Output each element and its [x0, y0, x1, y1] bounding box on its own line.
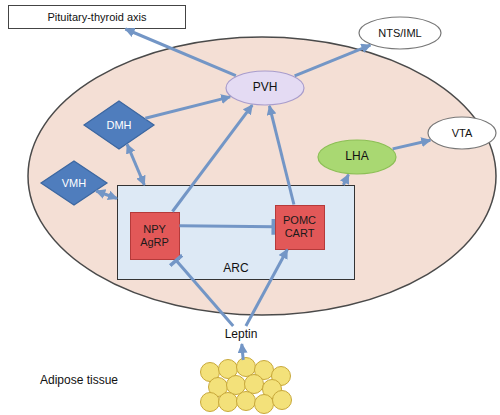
fat-cell — [237, 392, 256, 411]
diamond-shape — [84, 101, 154, 149]
output-box: Pituitary-thyroid axis — [8, 5, 186, 29]
node-label: VTA — [452, 127, 473, 140]
signal-arrow — [125, 29, 235, 76]
node-label: NTS/IML — [378, 27, 421, 40]
ellipse-shape — [226, 71, 304, 105]
target-ellipse: NTS/IML — [358, 16, 442, 50]
hypothalamus-outline — [28, 37, 496, 315]
nucleus-ellipse: LHA — [317, 139, 397, 175]
fat-cell — [255, 395, 274, 414]
node-label: ARC — [223, 262, 248, 276]
node-label: POMC CART — [281, 214, 319, 239]
node-label: Adipose tissue — [40, 374, 118, 388]
node-label: PVH — [253, 81, 278, 95]
hormone-label: Leptin — [212, 326, 270, 344]
fat-cells — [198, 360, 293, 412]
fat-cell — [219, 393, 238, 412]
node-label: Leptin — [225, 328, 258, 342]
diamond-shape — [41, 161, 107, 205]
fat-cell — [237, 358, 256, 377]
node-label: LHA — [345, 150, 368, 164]
target-ellipse: VTA — [427, 116, 497, 150]
adipose-cluster: Adipose tissue — [198, 360, 293, 412]
node-label: DMH — [106, 119, 131, 132]
neuron-box: POMC CART — [275, 205, 325, 250]
ellipse-shape — [318, 140, 396, 174]
fat-cell — [245, 375, 264, 394]
signal-arrow — [96, 191, 117, 198]
node-label: NPY AgRP — [137, 223, 173, 248]
nucleus-diamond: DMH — [83, 100, 155, 150]
node-label: Pituitary-thyroid axis — [47, 11, 146, 24]
signal-arrow — [393, 140, 431, 149]
nucleus-ellipse: PVH — [225, 70, 305, 106]
fat-cell — [201, 393, 220, 412]
signal-arrow — [127, 144, 144, 185]
signal-arrow — [295, 45, 371, 76]
signal-arrow — [343, 175, 348, 185]
nucleus-diamond: VMH — [40, 160, 108, 206]
arcuate-box: ARC NPY AgRP POMC CART — [117, 185, 355, 280]
signal-arrow — [145, 97, 230, 118]
node-label: VMH — [62, 177, 86, 190]
fat-cell — [273, 391, 292, 410]
ellipse-shape — [428, 117, 496, 149]
neuron-box: NPY AgRP — [130, 212, 180, 260]
ellipse-shape — [359, 17, 441, 49]
